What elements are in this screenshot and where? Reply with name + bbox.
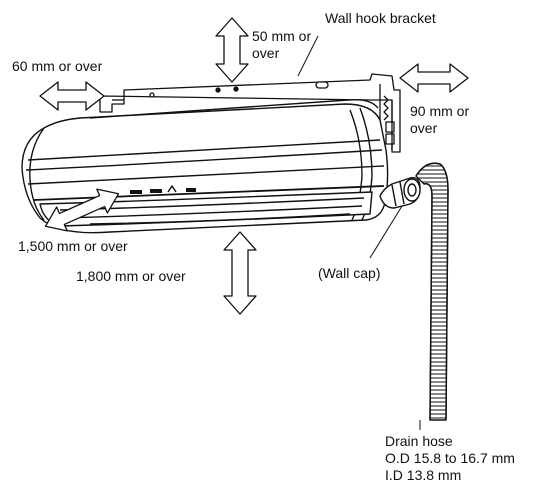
top-clearance-label: 50 mm or over [252,28,312,61]
floor-clearance-label: 1,800 mm or over [76,268,186,284]
drain-hose-id: I.D 13.8 mm [385,467,462,483]
indoor-unit [21,98,389,234]
wall-cap-label: (Wall cap) [318,265,381,281]
front-clearance-arrow [44,188,120,232]
wall-hook-bracket-label: Wall hook bracket [325,10,436,26]
drain-hose [415,162,449,421]
drain-hose-title: Drain hose [385,433,453,449]
left-clearance-label: 60 mm or over [12,58,103,74]
floor-clearance-arrow [223,231,257,315]
wall-hook-bracket [99,73,401,153]
front-clearance-label: 1,500 mm or over [18,238,128,254]
right-clearance-label: 90 mm or over [410,103,470,136]
wall-cap [379,177,421,209]
left-clearance-arrow [39,81,105,111]
bracket-leader [297,35,319,77]
right-clearance-arrow [399,63,469,93]
drain-hose-od: O.D 15.8 to 16.7 mm [385,450,515,466]
top-clearance-arrow [215,17,249,83]
drain-hose-label: Drain hose O.D 15.8 to 16.7 mm I.D 13.8 … [385,433,515,484]
wall-cap-leader [369,205,403,259]
